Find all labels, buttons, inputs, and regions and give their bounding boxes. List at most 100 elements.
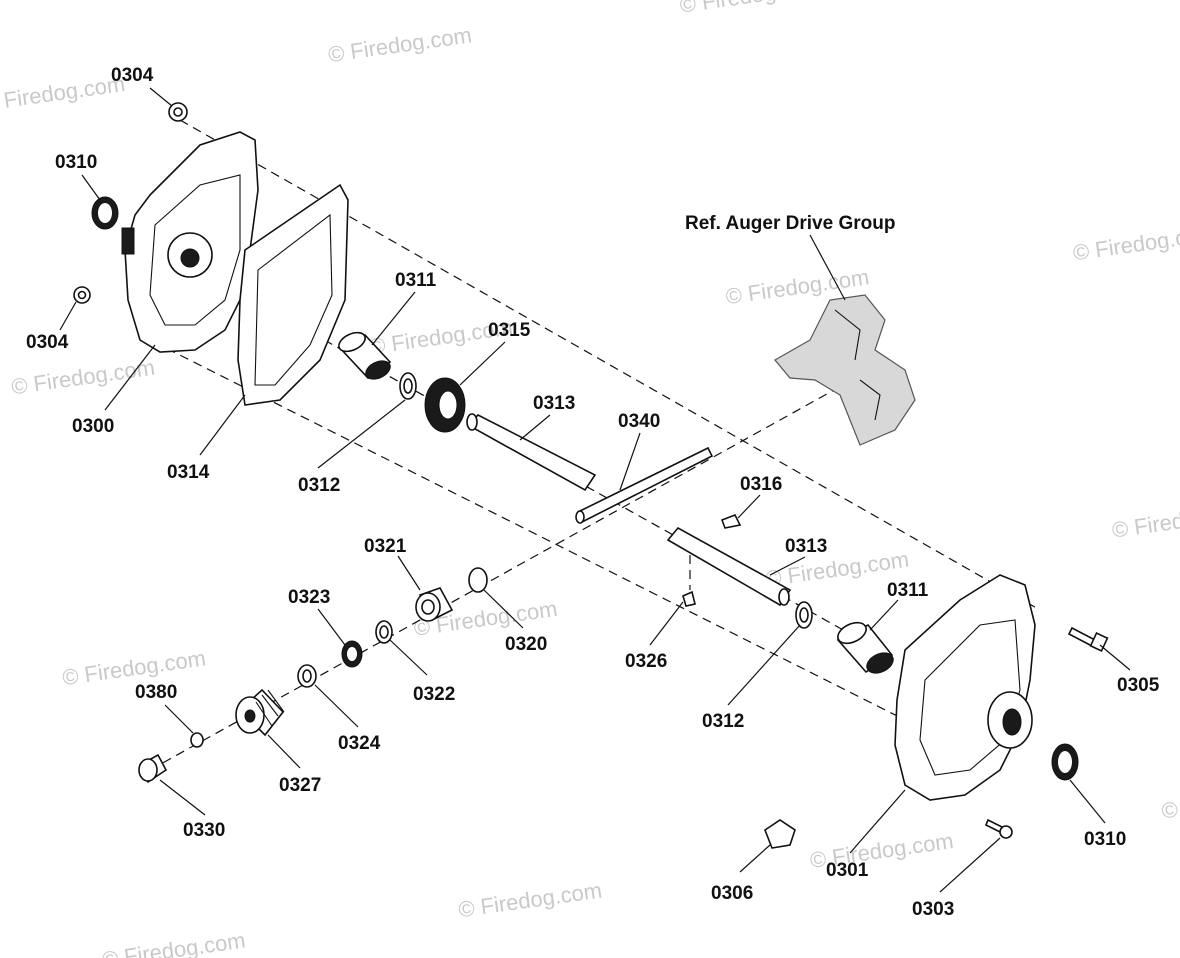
bushing-face [138,758,158,782]
leader [737,494,761,519]
callout-0322: 0322 [413,684,455,705]
callout-0316: 0316 [740,474,782,495]
bearing-face-back [837,621,867,645]
worm-bore [244,709,256,723]
washer-inner [799,607,809,623]
washer-inner [302,669,312,683]
callout-0303: 0303 [912,899,954,920]
seal-inner [98,203,112,223]
leader [104,344,156,411]
leader [483,589,524,629]
gear-hub [438,390,458,420]
auger-bracket-detail [834,309,881,421]
callout-0304-left: 0304 [26,332,69,353]
leader [619,432,641,491]
watermark: © Firedog.com [457,877,604,922]
leader [1069,779,1106,824]
leader [397,555,421,591]
callout-0304-top: 0304 [111,65,154,86]
housing-body [894,574,1036,801]
ring-0380 [190,732,204,748]
leader [939,837,1001,893]
washer-inner [347,647,357,661]
plug-body [764,819,796,849]
callout-0323: 0323 [288,587,330,608]
leader [81,174,101,201]
leader [739,844,771,873]
key-0316 [720,513,742,529]
callout-0330: 0330 [183,820,225,841]
shaft-0313-lower [666,526,792,607]
worm-thread [255,689,285,727]
gasket-inner [254,213,333,386]
worm-gear-0327 [235,688,285,737]
watermark: © Firedog.com [678,0,825,18]
callout-0301: 0301 [826,860,869,881]
left-housing-0300 [121,131,259,353]
lockwasher-0323 [341,640,363,668]
callout-0321: 0321 [364,536,407,557]
bearing-bore [421,599,435,615]
leader [869,599,899,631]
watermark: © Firedog.com [1160,779,1180,824]
leader [727,624,801,706]
callout-0311-lower: 0311 [887,580,929,601]
callout-0311-upper: 0311 [395,270,437,291]
screw-head [999,825,1013,839]
callout-0326: 0326 [625,651,667,672]
watermark: © Firedog.com [0,71,127,116]
leader [809,234,846,301]
housing-tab [121,227,135,255]
washer-inner [379,625,389,639]
seal-inner [1058,751,1072,773]
watermark: © Firedog.com [1110,498,1180,543]
shaft-body [666,526,792,607]
callout-0305: 0305 [1117,675,1160,696]
leader [59,301,77,331]
leader [314,684,359,728]
callout-0312-lower: 0312 [702,711,744,732]
watermark: © Firedog.com [327,22,474,67]
washer-inner [403,378,413,394]
leader [199,394,246,456]
shaft-body [576,446,714,524]
callout-0380: 0380 [135,682,177,703]
leader-lines [59,87,1131,893]
seal-0310-left [91,196,119,230]
key-shape [720,513,742,529]
ring [190,732,204,748]
callout-0327: 0327 [279,775,321,796]
leader [1099,644,1131,671]
auger-bracket-shape [774,294,916,446]
key-0326 [682,590,696,607]
leader [649,601,684,646]
screw-0303 [984,818,1013,839]
callout-0315: 0315 [488,320,531,341]
leader [849,789,906,854]
leader [371,291,416,346]
leader [459,341,506,386]
leader [267,734,301,769]
callout-0310-right: 0310 [1084,829,1126,850]
washer-0322 [375,620,393,644]
housing-bore-center [180,248,200,268]
callout-0300: 0300 [72,416,114,437]
watermark: © Firedog.com [61,645,208,690]
housing-bore-center [1002,708,1022,736]
ring [468,567,488,593]
nut-0304-left [73,286,91,304]
leader [389,639,428,676]
leader [164,704,194,734]
washer-0312-lower [795,601,813,629]
bearing-face-front [365,360,391,380]
watermark: © Firedog.com [10,355,157,400]
shaft-0340 [575,446,714,524]
washer-0312-upper [399,372,417,400]
shaft-body [466,414,597,492]
leader [519,414,551,441]
bearing-0311-lower [836,621,894,674]
callout-0310-left: 0310 [55,152,97,173]
bearing-0321 [415,587,454,622]
callout-0324: 0324 [338,733,381,754]
